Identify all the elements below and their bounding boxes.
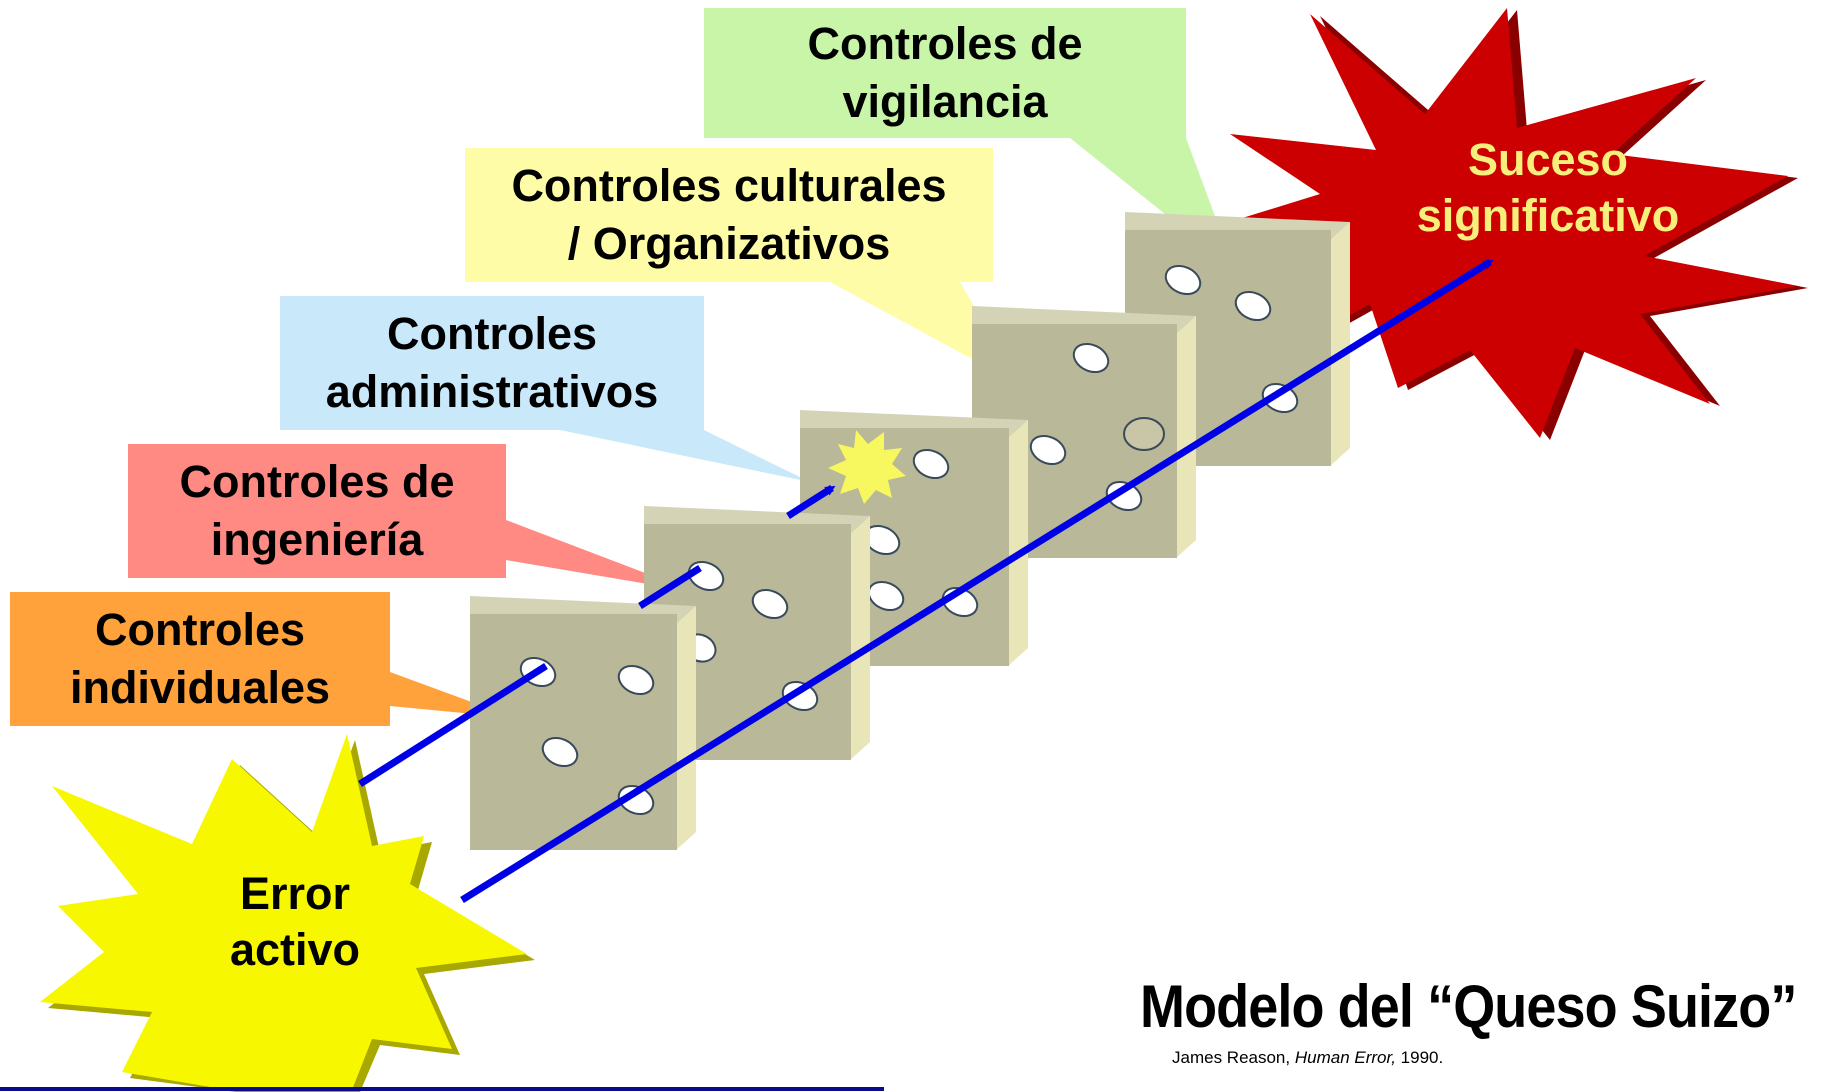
cheese-hole: [751, 588, 789, 620]
origin-star: [40, 734, 527, 1090]
cheese-hole: [1029, 434, 1067, 466]
citation-author: James Reason,: [1172, 1048, 1295, 1067]
label-controles-individuales: Controles individuales: [10, 592, 390, 726]
outcome-label: Suceso significativo: [1416, 134, 1680, 241]
cheese-hole: [1123, 417, 1165, 451]
cheese-hole: [1072, 342, 1110, 374]
blocked-burst: [828, 430, 906, 504]
outcome-star: [1184, 8, 1798, 438]
trajectory-blocked: [786, 485, 836, 519]
trajectory-lower: [460, 259, 1494, 903]
cheese-slice-1: [470, 596, 696, 850]
label-controles-administrativos: Controles administrativos: [280, 296, 704, 430]
trajectory-upper: [638, 565, 702, 609]
origin-label: Error activo: [229, 868, 361, 975]
label-controles-ingenieria: Controles de ingeniería: [128, 444, 506, 578]
citation-year: 1990.: [1395, 1048, 1444, 1067]
cheese-hole: [541, 736, 579, 768]
citation: James Reason, Human Error, 1990.: [1172, 1048, 1443, 1068]
cheese-hole: [912, 448, 950, 480]
citation-work: Human Error,: [1294, 1048, 1396, 1067]
label-controles-vigilancia: Controles de vigilancia: [704, 8, 1186, 138]
trajectory-upper: [358, 663, 548, 787]
cheese-hole: [1164, 264, 1202, 296]
diagram-title: Modelo del “Queso Suizo”: [1140, 973, 1797, 1040]
label-controles-culturales: Controles culturales / Organizativos: [465, 148, 993, 282]
callout-tail-administrativos: [560, 430, 810, 482]
cheese-hole: [1234, 290, 1272, 322]
cheese-hole: [617, 664, 655, 696]
